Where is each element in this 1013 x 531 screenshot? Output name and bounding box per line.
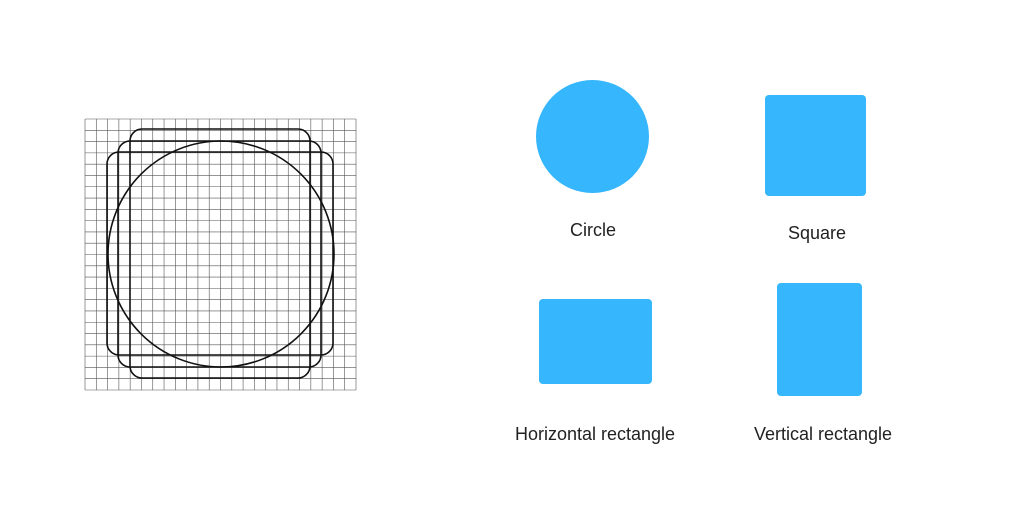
vertical-rectangle-shape <box>777 283 862 396</box>
keyline-grid-lines <box>84 118 357 391</box>
keyline-horizontal-rectangle-outline <box>106 151 334 356</box>
keyline-outlines <box>106 128 335 379</box>
square-shape <box>765 95 866 196</box>
horizontal-rectangle-shape <box>539 299 652 384</box>
horizontal-rectangle-label: Horizontal rectangle <box>514 424 676 444</box>
circle-shape <box>536 80 649 193</box>
vertical-rectangle-label: Vertical rectangle <box>753 424 893 444</box>
keyline-grid-diagram <box>84 118 357 391</box>
circle-label: Circle <box>569 220 616 240</box>
keyline-circle-outline <box>107 140 335 368</box>
keyline-square-outline <box>117 140 322 368</box>
square-label: Square <box>787 223 847 243</box>
keyline-vertical-rectangle-outline <box>129 128 311 379</box>
